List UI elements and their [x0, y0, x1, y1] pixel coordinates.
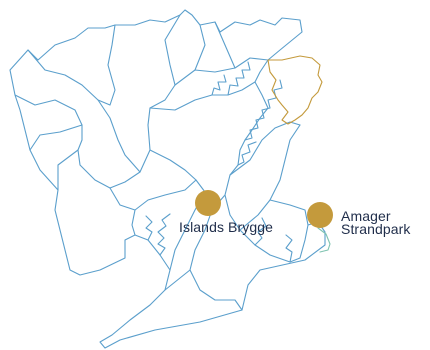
- district-line: [269, 199, 309, 226]
- district-line: [97, 99, 141, 173]
- district-line: [57, 149, 79, 191]
- district-line: [131, 209, 136, 236]
- district-line: [109, 179, 197, 211]
- islands-brygge-marker[interactable]: [195, 190, 221, 216]
- district-line: [239, 124, 301, 231]
- amager-strandpark-marker[interactable]: [307, 202, 333, 228]
- district-line: [194, 24, 206, 71]
- harbour-line: [211, 74, 227, 96]
- harbour-line: [237, 141, 257, 166]
- amager-strandpark-label: Amager Strandpark: [341, 208, 411, 237]
- district-line: [149, 149, 206, 193]
- harbour-line: [145, 215, 153, 241]
- district-line: [29, 124, 83, 151]
- harbour-line: [157, 213, 171, 256]
- highlighted-district: [267, 55, 323, 125]
- islands-brygge-label: Islands Brygge: [179, 219, 274, 235]
- district-line: [149, 81, 256, 111]
- coastline: [317, 227, 331, 253]
- district-line: [174, 57, 269, 86]
- harbour-line: [285, 234, 293, 263]
- district-line: [214, 21, 236, 69]
- district-line: [27, 24, 116, 106]
- harbour-line: [254, 217, 267, 246]
- district-line: [164, 269, 191, 291]
- outer-boundary: [9, 9, 326, 349]
- harbour-line: [227, 61, 251, 96]
- district-line: [14, 14, 181, 189]
- harbour-line: [244, 79, 283, 141]
